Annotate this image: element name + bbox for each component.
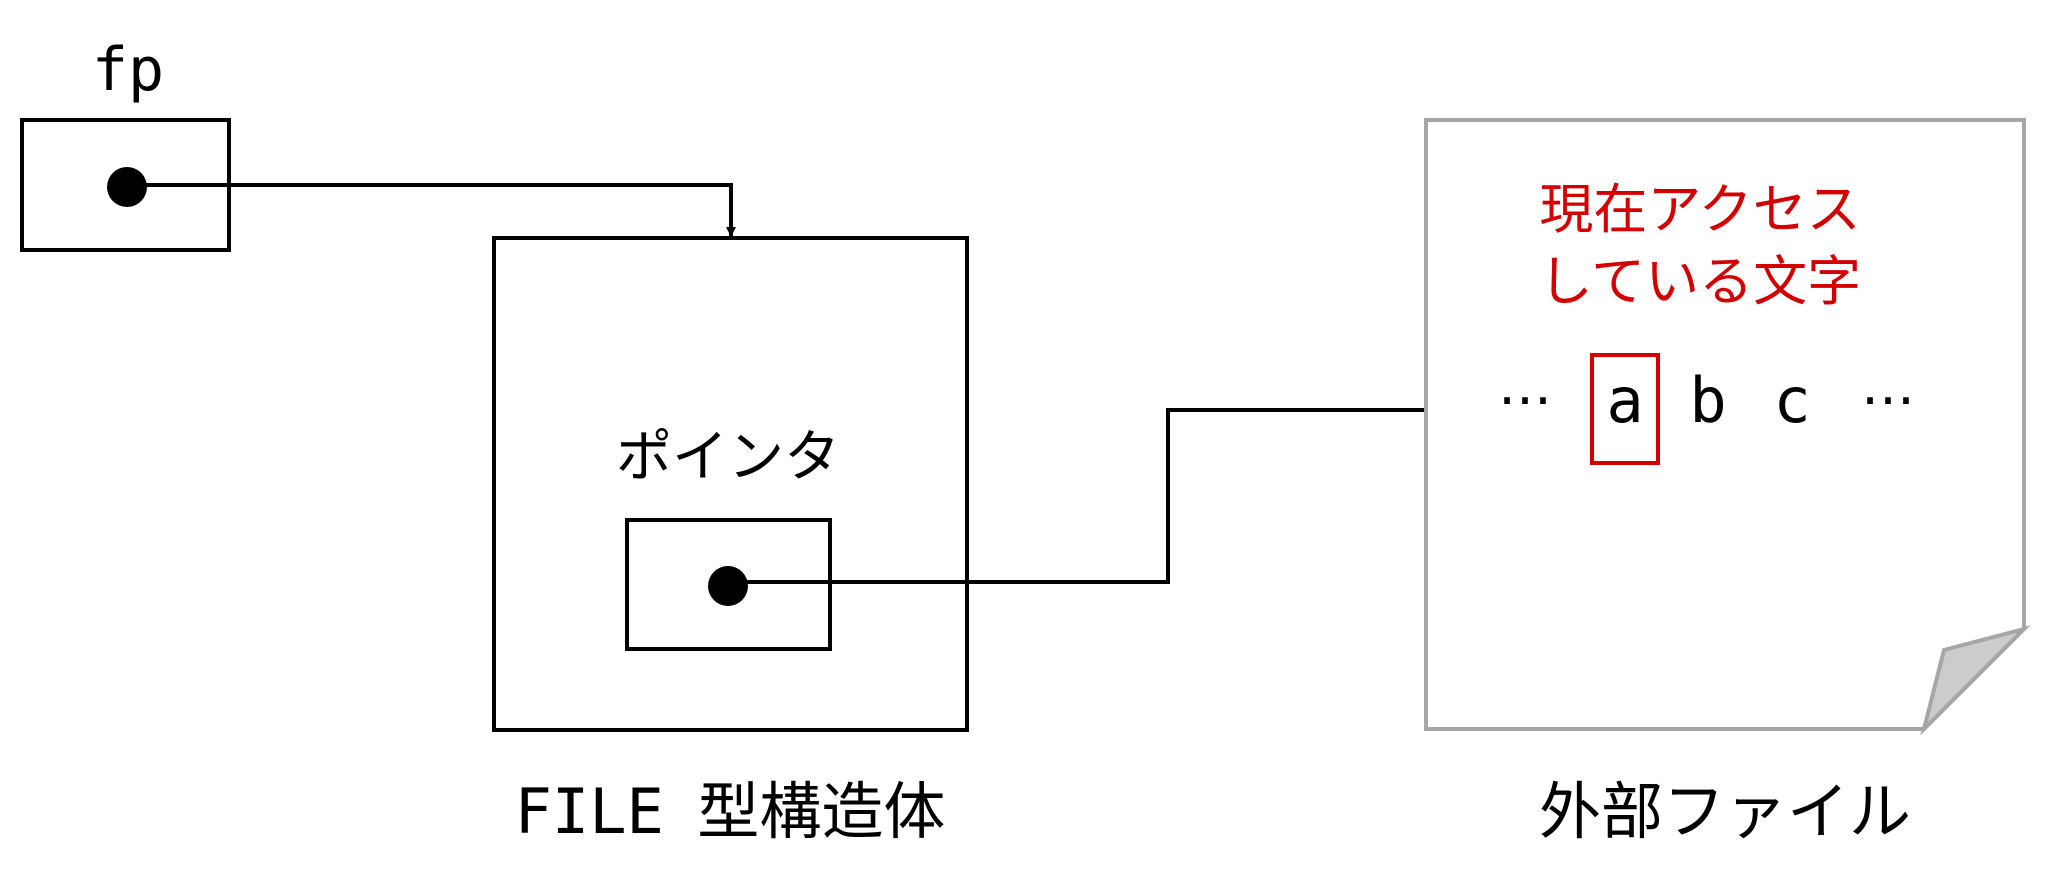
pointer-member-dot — [708, 566, 748, 606]
external-file-fold — [1920, 625, 2031, 736]
pointer-member-label: ポインタ — [616, 425, 840, 490]
current-char-annotation-line2: している文字 — [1539, 250, 1861, 313]
pointer-to-char-arrow — [728, 405, 1592, 584]
file-char-b: b — [1689, 364, 1726, 437]
current-char-highlight-box — [1590, 353, 1660, 465]
file-char-c: c — [1773, 364, 1810, 437]
file-ellipsis-right: … — [1861, 354, 1915, 417]
file-char-a: a — [1606, 364, 1643, 437]
fp-variable-label: fp — [92, 35, 164, 105]
current-char-annotation-line1: 現在アクセス — [1539, 178, 1860, 241]
file-ellipsis-left: … — [1498, 354, 1552, 417]
external-file-caption: 外部ファイル — [1539, 775, 1911, 848]
file-struct-box — [492, 236, 969, 732]
file-struct-caption-rest: 型構造体 — [697, 775, 945, 848]
file-struct-caption: FILE 型構造体 — [515, 775, 946, 848]
pointer-member-box — [625, 518, 832, 651]
fp-to-struct-arrow — [127, 183, 736, 237]
file-type-name: FILE — [515, 775, 664, 848]
